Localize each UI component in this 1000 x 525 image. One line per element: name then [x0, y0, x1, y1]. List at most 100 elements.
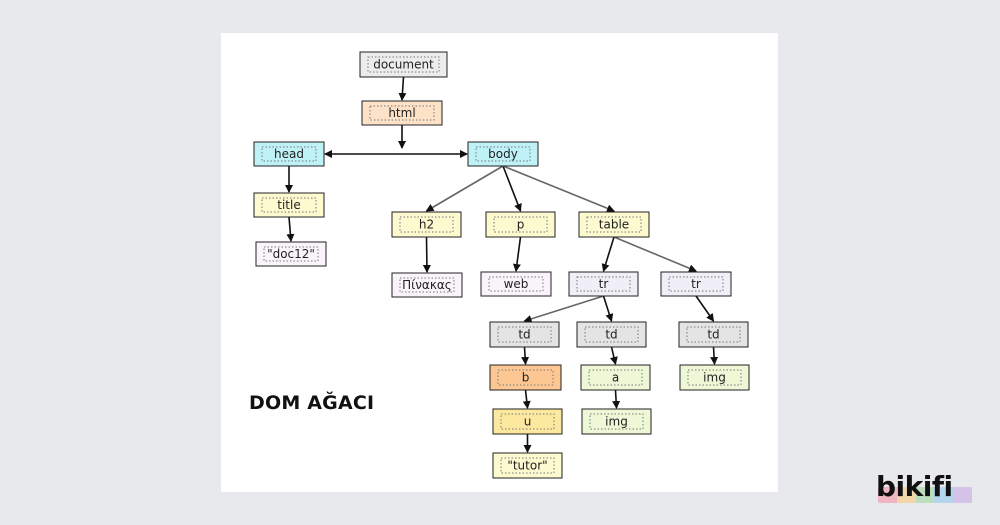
node-box: [492, 408, 563, 435]
node-inner-frame: [399, 216, 454, 233]
node-inner-frame: [493, 216, 548, 233]
node-inner-frame: [586, 216, 642, 233]
node-td2: td: [576, 321, 647, 348]
node-box: [480, 271, 552, 297]
node-box: [660, 271, 732, 297]
node-label: img: [703, 371, 726, 385]
edge-tr1-td2: [602, 295, 614, 322]
node-box: [492, 452, 563, 479]
node-inner-frame: [261, 197, 317, 213]
node-box: [578, 211, 650, 238]
edges-layer: [285, 76, 719, 453]
node-label: h2: [419, 218, 434, 232]
node-inner-frame: [369, 105, 435, 121]
node-p: p: [485, 211, 556, 238]
brand-stripe: [934, 487, 954, 503]
edge-td3-img1: [710, 346, 719, 365]
node-box: [489, 364, 562, 391]
node-box: [568, 271, 639, 297]
edge-b-u: [522, 389, 531, 409]
nodes-layer: document html head body title "doc12" h2 p table…: [253, 51, 750, 479]
edge-tr1-td1: [523, 295, 604, 323]
node-u: u: [492, 408, 563, 435]
node-label: web: [504, 277, 529, 291]
node-img1: img: [679, 364, 750, 391]
node-label: tr: [691, 277, 701, 291]
node-inner-frame: [588, 369, 643, 386]
node-box: [581, 408, 652, 435]
node-pinakas: Πίνακας: [391, 272, 463, 298]
node-label: body: [488, 147, 518, 161]
edge-h2-pinakas: [422, 236, 431, 273]
node-inner-frame: [488, 276, 544, 292]
edge-a-img2: [612, 389, 621, 409]
node-td1: td: [489, 321, 560, 348]
edge-table-tr2: [613, 236, 697, 273]
node-box: [359, 51, 448, 78]
edge-body-h2: [425, 165, 504, 212]
node-inner-frame: [668, 276, 724, 292]
node-box: [253, 192, 325, 218]
node-box: [576, 321, 647, 348]
node-inner-frame: [500, 457, 555, 474]
brand-logo: bikifi: [876, 470, 976, 510]
edge-p-web: [512, 236, 522, 272]
node-tr1: tr: [568, 271, 639, 297]
edge-td1-b: [521, 346, 530, 365]
node-inner-frame: [686, 326, 741, 343]
node-label: table: [599, 218, 629, 232]
brand-stripe: [896, 487, 916, 503]
node-label: title: [277, 198, 300, 212]
node-img2: img: [581, 408, 652, 435]
node-label: img: [605, 415, 628, 429]
brand-stripe: [915, 487, 935, 503]
node-box: [679, 364, 750, 391]
node-inner-frame: [584, 326, 639, 343]
node-box: [580, 364, 651, 391]
node-label: head: [274, 147, 304, 161]
edge-title-doc12: [286, 216, 295, 242]
node-label: Πίνακας: [402, 278, 452, 292]
node-a: a: [580, 364, 651, 391]
node-label: tr: [599, 277, 609, 291]
node-tutor: "tutor": [492, 452, 563, 479]
edge-body-p: [502, 165, 522, 212]
node-inner-frame: [500, 413, 555, 430]
node-inner-frame: [687, 369, 742, 386]
edge-table-tr1: [601, 236, 615, 272]
node-box: [391, 211, 462, 238]
node-head: head: [253, 141, 325, 167]
node-label: html: [388, 106, 415, 120]
node-web: web: [480, 271, 552, 297]
node-inner-frame: [589, 413, 644, 430]
node-doc12: "doc12": [255, 241, 327, 267]
brand-stripe: [953, 487, 972, 503]
node-label: p: [517, 218, 525, 232]
node-label: td: [707, 328, 719, 342]
node-box: [489, 321, 560, 348]
node-label: b: [522, 371, 530, 385]
node-label: td: [518, 328, 530, 342]
node-label: td: [605, 328, 617, 342]
node-table: table: [578, 211, 650, 238]
node-h2: h2: [391, 211, 462, 238]
node-b: b: [489, 364, 562, 391]
node-box: [253, 141, 325, 167]
node-inner-frame: [475, 146, 531, 162]
node-document: document: [359, 51, 448, 78]
edge-tr2-td3: [695, 295, 715, 322]
node-tr2: tr: [660, 271, 732, 297]
edge-body-table: [502, 165, 615, 213]
brand-stripe: [878, 487, 897, 503]
node-inner-frame: [263, 246, 319, 262]
node-inner-frame: [576, 276, 631, 292]
node-td3: td: [678, 321, 749, 348]
node-inner-frame: [367, 56, 440, 73]
node-label: a: [612, 371, 619, 385]
node-label: "tutor": [507, 459, 547, 473]
node-inner-frame: [261, 146, 317, 162]
node-label: document: [373, 58, 434, 72]
node-box: [467, 141, 539, 167]
node-box: [678, 321, 749, 348]
